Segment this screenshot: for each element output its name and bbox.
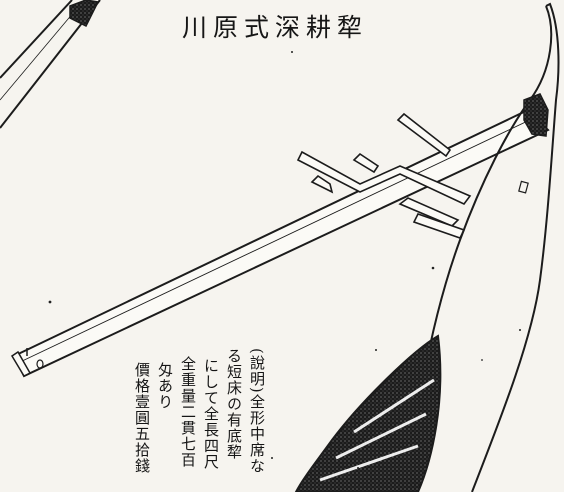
plough-share bbox=[294, 334, 442, 492]
description-line-5: 匁あり bbox=[156, 362, 174, 410]
description-line-2: る短床の有底犂 bbox=[225, 348, 243, 460]
description-line-1: (說明)全形中席な bbox=[248, 348, 266, 474]
description-line-6: 價格壹圓五拾錢 bbox=[133, 362, 151, 474]
beam-brackets bbox=[296, 112, 472, 239]
description-line-3: にして全長四尺 bbox=[202, 358, 220, 470]
description-line-4: 全重量二貫七百 bbox=[179, 356, 197, 468]
plough-beam bbox=[10, 108, 550, 378]
handle-fragment bbox=[0, 0, 101, 129]
page-title: 川原式深耕犂 bbox=[182, 13, 369, 42]
print-specks bbox=[48, 51, 521, 469]
